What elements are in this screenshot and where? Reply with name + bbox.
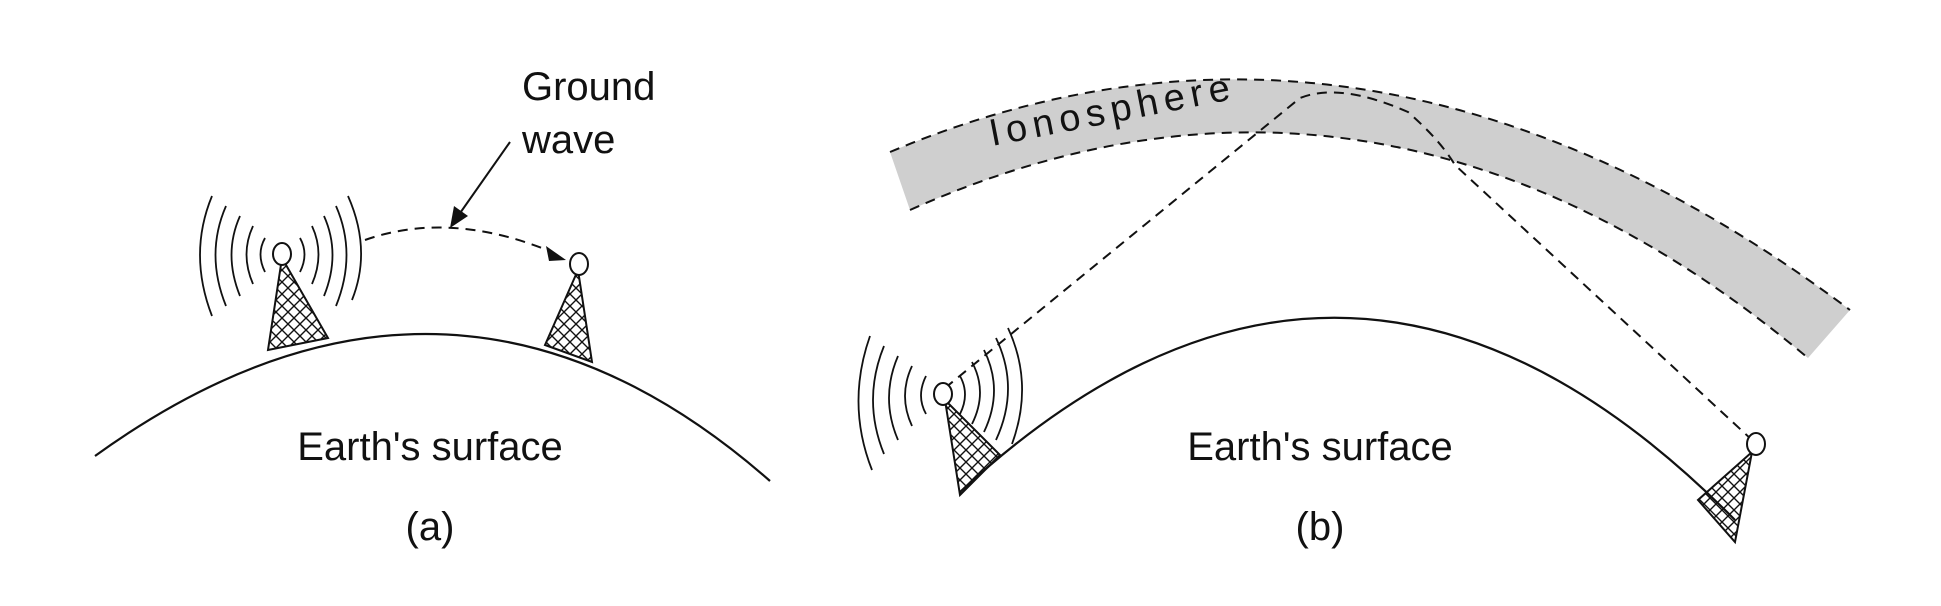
- receiver-tower-b-right: [1696, 432, 1766, 545]
- surface-label-a: Earth's surface: [297, 425, 563, 469]
- ionosphere-inner-edge: [909, 131, 1809, 359]
- transmitter-tower-a-left: [266, 242, 330, 352]
- panel-a: Ground wave Earth's surface (a): [94, 65, 771, 549]
- transmitter-tower-b-left: [933, 382, 1002, 498]
- ground-wave-label-line2: wave: [521, 118, 615, 162]
- ionosphere-band: [890, 79, 1850, 358]
- receiver-tower-a-right: [543, 252, 594, 364]
- radio-waves-icon-b: [857, 327, 1023, 471]
- surface-label-b: Earth's surface: [1187, 425, 1453, 469]
- earth-surface-arc-b: [959, 316, 1736, 521]
- ground-wave-label-line1: Ground: [522, 65, 655, 109]
- earth-surface-arc-a: [94, 332, 771, 482]
- caption-a: (a): [406, 505, 455, 549]
- ground-wave-path: [364, 226, 553, 253]
- annotation-pointer: [457, 141, 511, 217]
- panel-b: Ionosphere Earth's surface: [857, 66, 1851, 549]
- radio-waves-icon: [199, 195, 362, 317]
- ground-wave-arrowhead: [546, 246, 566, 261]
- ionosphere-outer-edge: [889, 78, 1851, 311]
- annotation-pointer-head: [450, 206, 468, 228]
- sky-wave-path: [944, 91, 1753, 441]
- caption-b: (b): [1296, 505, 1345, 549]
